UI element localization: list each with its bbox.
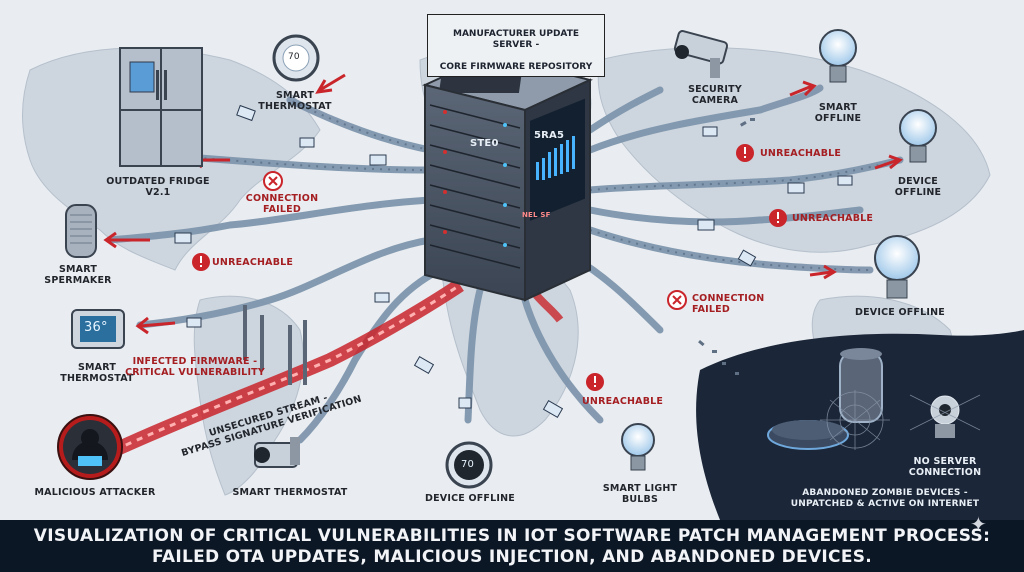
speaker-label: SMART SPERMAKER	[44, 264, 112, 286]
thermostat-top-illustration	[272, 34, 320, 82]
camera-bottom-label: SMART THERMOSTAT	[232, 487, 348, 498]
footer-banner: VISUALIZATION OF CRITICAL VULNERABILITIE…	[0, 520, 1024, 572]
server-title: MANUFACTURER UPDATE SERVER - CORE FIRMWA…	[427, 14, 605, 77]
thermostat-left-display: 36°	[84, 320, 108, 335]
server-screen-left: STE0	[470, 138, 499, 149]
fridge-illustration	[119, 47, 203, 167]
thermostat-left-label: SMART THERMOSTAT	[60, 362, 134, 384]
light-bulbs-label: SMART LIGHT BULBS	[602, 483, 678, 505]
thermostat-top-display: 70	[288, 52, 300, 62]
zombie-caption: ABANDONED ZOMBIE DEVICES - UNPATCHED & A…	[790, 488, 980, 509]
thermostat-top-label: SMART THERMOSTAT	[258, 90, 332, 112]
unreachable-right2: UNREACHABLE	[792, 213, 874, 224]
server-title-line1: MANUFACTURER UPDATE SERVER -	[453, 29, 579, 50]
server-screen-right: 5RA5	[534, 130, 565, 141]
smart-offline-label: SMART OFFLINE	[814, 102, 862, 124]
data-packets	[174, 104, 853, 419]
bypassed-gates	[243, 305, 307, 385]
device-offline-right2-label: DEVICE OFFLINE	[855, 307, 945, 318]
attacker-label: MALICIOUS ATTACKER	[34, 487, 156, 498]
infected-firmware-label: INFECTED FIRMWARE - CRITICAL VULNERABILI…	[125, 356, 265, 378]
attacker-illustration	[57, 414, 123, 480]
bulb-offline-1-illustration	[899, 109, 937, 163]
zombie-region	[696, 330, 1024, 520]
bulb-offline-2-illustration	[874, 235, 920, 299]
server-title-line2: CORE FIRMWARE REPOSITORY	[439, 62, 593, 72]
bulb-smart-offline-illustration	[819, 29, 857, 83]
connection-failed-right: CONNECTION FAILED	[692, 293, 765, 315]
status-icons	[192, 144, 787, 391]
server-screen-mid: NEL SF	[522, 211, 551, 219]
fridge-label: OUTDATED FRIDGE V2.1	[106, 176, 210, 198]
connection-failed-left: CONNECTION FAILED	[245, 193, 319, 215]
unreachable-right1: UNREACHABLE	[760, 148, 842, 159]
sparkle-icon: ✦	[970, 512, 987, 536]
firmware-server	[422, 53, 593, 302]
footer-line2: FAILED OTA UPDATES, MALICIOUS INJECTION,…	[151, 547, 873, 567]
no-server-label: NO SERVER CONNECTION	[908, 456, 982, 478]
footer-line1: VISUALIZATION OF CRITICAL VULNERABILITIE…	[33, 526, 991, 546]
zombie-devices-illustration	[767, 348, 981, 450]
unreachable-bottom: UNREACHABLE	[582, 396, 664, 407]
camera-bottom-illustration	[254, 437, 300, 468]
bulb-bottom-illustration	[621, 423, 655, 471]
device-offline-right1-label: DEVICE OFFLINE	[894, 176, 942, 198]
thermostat-left-illustration	[71, 309, 125, 349]
unreachable-left: UNREACHABLE	[212, 257, 294, 268]
security-camera-label: SECURITY CAMERA	[688, 84, 742, 106]
device-offline-bottom-label: DEVICE OFFLINE	[425, 493, 515, 504]
failed-arrows	[103, 73, 904, 335]
security-camera-illustration	[673, 30, 729, 78]
speaker-illustration	[65, 204, 97, 258]
broken-fragments	[698, 118, 755, 375]
thermostat-bottom-illustration	[445, 441, 493, 489]
thermostat-bottom-display: 70	[461, 459, 475, 470]
